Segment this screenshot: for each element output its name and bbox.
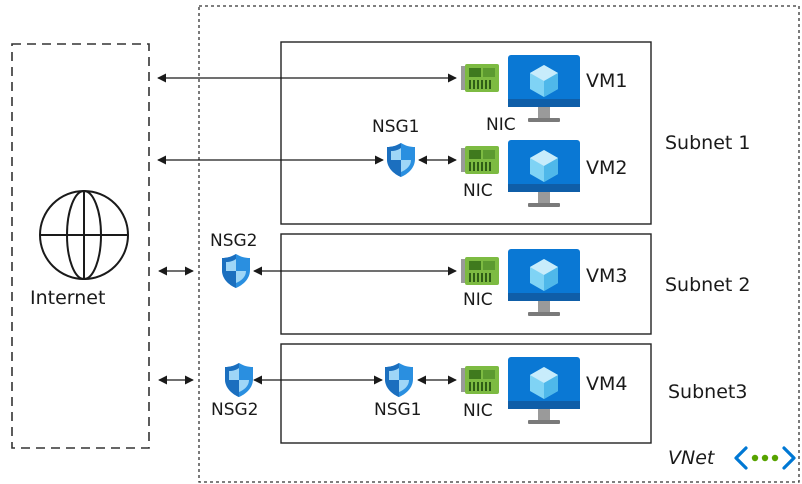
subnet-1-label: Subnet 1	[665, 132, 751, 154]
nsg1-label: NSG1	[372, 117, 420, 137]
shield-icon	[385, 363, 413, 397]
subnet-3-box	[280, 343, 652, 444]
subnet-3-label: Subnet3	[668, 381, 748, 403]
subnet-1-box	[280, 41, 652, 225]
vm-monitor-icon	[508, 55, 580, 122]
vnet-icon	[734, 446, 796, 470]
shield-icon	[222, 254, 250, 288]
vnet-boundary	[198, 5, 800, 483]
nic-label: NIC	[463, 290, 493, 310]
nsg2-label: NSG2	[211, 400, 259, 420]
shield-icon	[387, 143, 415, 177]
vm4-label: VM4	[586, 373, 628, 395]
vm-monitor-icon	[508, 140, 580, 207]
vm-monitor-icon	[508, 249, 580, 316]
nic-label: NIC	[486, 115, 516, 135]
nsg2-label: NSG2	[210, 231, 258, 251]
nic-label: NIC	[463, 181, 493, 201]
nic-icon	[461, 146, 499, 174]
nic-label: NIC	[463, 401, 493, 421]
nic-icon	[461, 64, 499, 92]
vm-monitor-icon	[508, 357, 580, 424]
shield-icon	[225, 363, 253, 397]
internet-box	[11, 43, 150, 449]
nic-icon	[461, 257, 499, 285]
vm2-label: VM2	[586, 157, 628, 179]
vnet-label: VNet	[668, 447, 715, 469]
vm1-label: VM1	[586, 70, 628, 92]
nic-icon	[461, 366, 499, 394]
globe-icon	[39, 190, 129, 280]
vm3-label: VM3	[586, 265, 628, 287]
internet-label: Internet	[30, 287, 106, 309]
subnet-2-box	[280, 233, 652, 335]
subnet-2-label: Subnet 2	[665, 274, 751, 296]
nsg1-label: NSG1	[374, 400, 422, 420]
